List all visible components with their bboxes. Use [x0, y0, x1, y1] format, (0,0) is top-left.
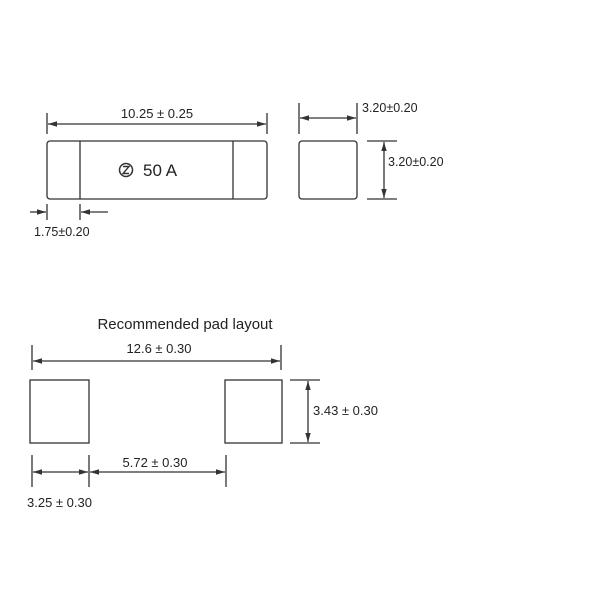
- fuse-end-view: [298, 140, 358, 200]
- end-height-dimension: [367, 140, 397, 200]
- pad-height-label: 3.43 ± 0.30: [313, 403, 378, 418]
- pad-height-dimension: [290, 379, 320, 444]
- marking-symbol-icon: [118, 162, 134, 178]
- pad-width-label: 3.25 ± 0.30: [27, 495, 92, 510]
- pad-layout-title: Recommended pad layout: [97, 316, 273, 333]
- cap-dimension: [30, 204, 108, 220]
- fuse-body: [46, 140, 268, 200]
- pad-right: [224, 379, 283, 444]
- overall-dimension: [31, 345, 282, 370]
- gap-dim-label: 5.72 ± 0.30: [123, 455, 188, 470]
- fuse-rating-label: 50 A: [143, 161, 178, 180]
- overall-dim-label: 12.6 ± 0.30: [127, 341, 192, 356]
- cap-dim-label: 1.75±0.20: [34, 225, 90, 239]
- fuse-length-label: 10.25 ± 0.25: [121, 106, 193, 121]
- end-width-dimension: [298, 103, 358, 134]
- pad-bottom-dimensions: [31, 455, 227, 487]
- end-height-label: 3.20±0.20: [388, 155, 444, 169]
- pad-left: [29, 379, 90, 444]
- fuse-length-dimension: [46, 113, 268, 134]
- end-width-label: 3.20±0.20: [362, 101, 418, 115]
